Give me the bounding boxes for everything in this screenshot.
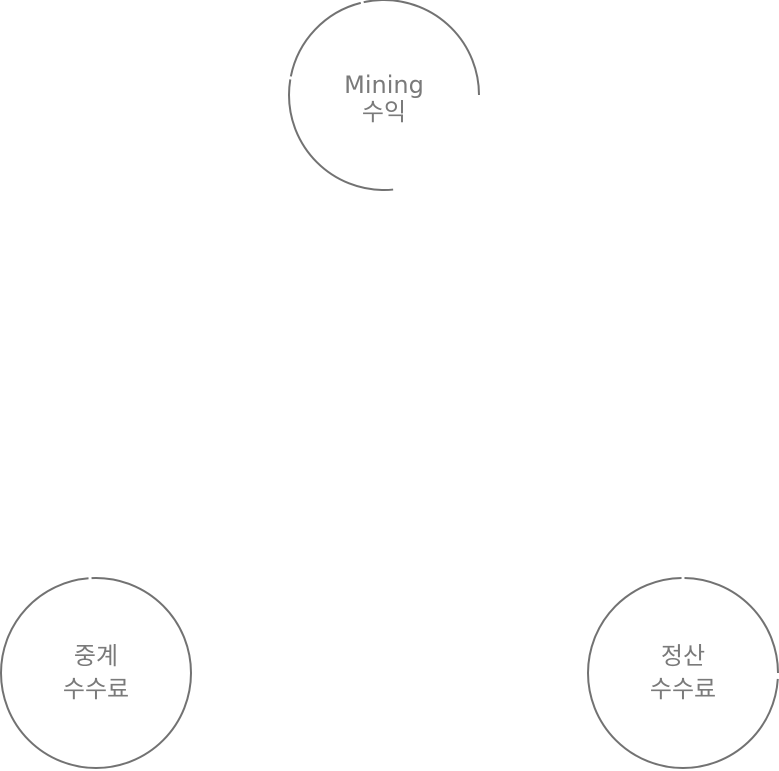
node-mining: Mining 수익 bbox=[288, 0, 480, 191]
node-settlement-circle bbox=[587, 577, 779, 769]
node-relay: 중계 수수료 bbox=[0, 577, 192, 769]
node-mining-circle bbox=[288, 0, 480, 191]
node-settlement-label-line2: 수수료 bbox=[650, 675, 716, 703]
node-relay-label-line1: 중계 bbox=[74, 642, 118, 670]
node-settlement: 정산 수수료 bbox=[587, 577, 779, 769]
node-relay-label-line2: 수수료 bbox=[63, 675, 129, 703]
node-relay-circle bbox=[0, 577, 192, 769]
node-mining-label-line2: 수익 bbox=[362, 98, 406, 126]
node-mining-label-line1: Mining bbox=[344, 71, 424, 99]
node-settlement-label-line1: 정산 bbox=[661, 642, 705, 670]
